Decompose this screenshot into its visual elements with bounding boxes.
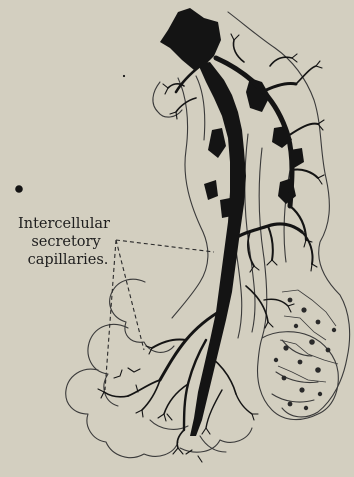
label-line-3: capillaries. bbox=[28, 252, 109, 268]
duct-tree bbox=[98, 8, 324, 462]
figure-label: Intercellular secretory capillaries. bbox=[18, 216, 110, 268]
cell-nuclei bbox=[274, 298, 336, 411]
label-line-2: secretory bbox=[31, 234, 101, 250]
ink-dot-small bbox=[123, 75, 125, 77]
cell-borders bbox=[278, 290, 338, 382]
ink-dot bbox=[15, 185, 23, 193]
label-leader-lines bbox=[105, 240, 214, 390]
label-line-1: Intercellular bbox=[18, 216, 110, 232]
